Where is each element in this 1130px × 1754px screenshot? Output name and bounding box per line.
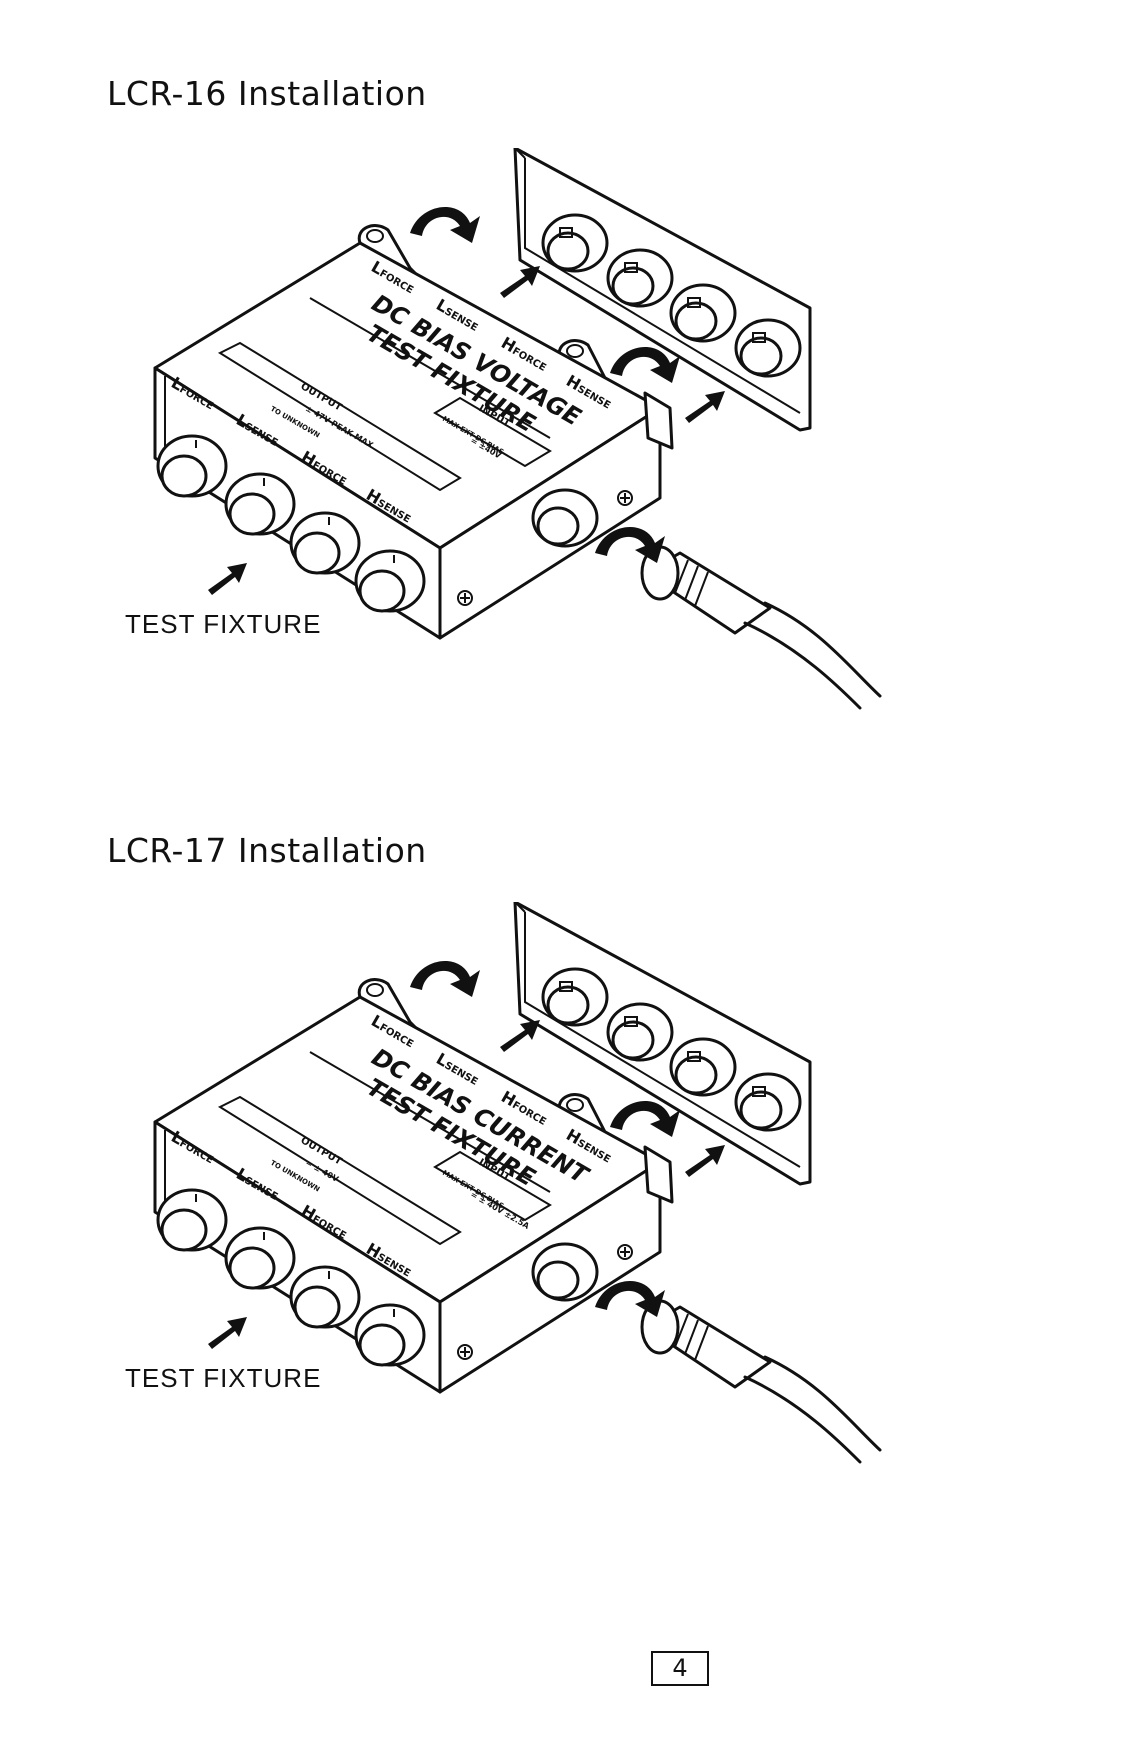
fixture-bnc-hforce: [289, 511, 361, 575]
instrument-bnc-2: [606, 248, 674, 308]
screw-icon: [617, 1244, 633, 1260]
lcr16-installation-diagram: LFORCE LSENSE HFORCE HSENSE DC BIAS VOLT…: [120, 148, 980, 788]
fixture-bnc-lforce: [156, 434, 228, 498]
screw-icon: [457, 590, 473, 606]
fixture-bnc-lsense: [224, 1226, 296, 1290]
fixture-bnc-hforce: [289, 1265, 361, 1329]
test-fixture-label: TEST FIXTURE: [125, 609, 321, 639]
section-title-lcr17: LCR-17 Installation: [107, 831, 427, 870]
mounting-clip-left: [357, 224, 432, 290]
bnc-cable: [640, 545, 882, 710]
instrument-bnc-1: [541, 967, 609, 1027]
fixture-rear-bnc: [643, 1145, 674, 1204]
instrument-bnc-2: [606, 1002, 674, 1062]
section-title-lcr16: LCR-16 Installation: [107, 74, 427, 113]
instrument-panel: [513, 148, 812, 432]
test-fixture-label: TEST FIXTURE: [125, 1363, 321, 1393]
fixture-bnc-lsense: [224, 472, 296, 536]
push-arrow-icon: [685, 391, 725, 423]
bnc-cable: [640, 1299, 882, 1464]
rotate-arrow-icon: [595, 526, 665, 563]
lcr17-installation-diagram: LFORCE LSENSE HFORCE HSENSE DC BIAS CURR…: [120, 902, 980, 1542]
instrument-bnc-3: [669, 283, 737, 343]
fixture-bnc-input: [531, 488, 599, 548]
instrument-bnc-4: [734, 1072, 802, 1132]
instrument-bnc-1: [541, 213, 609, 273]
instrument-panel: [513, 902, 812, 1186]
instrument-bnc-3: [669, 1037, 737, 1097]
fixture-bnc-hsense: [354, 1303, 426, 1367]
push-arrow-icon: [685, 1145, 725, 1177]
rotate-arrow-icon: [610, 1100, 680, 1137]
page-number: 4: [651, 1651, 709, 1686]
screw-icon: [617, 490, 633, 506]
rotate-arrow-icon: [595, 1280, 665, 1317]
rotate-arrow-icon: [410, 960, 480, 997]
mounting-clip-left: [357, 978, 432, 1044]
push-arrow-icon: [500, 266, 540, 298]
fixture-rear-bnc: [643, 391, 674, 450]
instrument-bnc-4: [734, 318, 802, 378]
push-arrow-icon: [500, 1020, 540, 1052]
rotate-arrow-icon: [610, 346, 680, 383]
screw-icon: [457, 1344, 473, 1360]
fixture-bnc-lforce: [156, 1188, 228, 1252]
fixture-bnc-input: [531, 1242, 599, 1302]
push-arrow-icon: [208, 1317, 247, 1349]
push-arrow-icon: [208, 563, 247, 595]
rotate-arrow-icon: [410, 206, 480, 243]
fixture-bnc-hsense: [354, 549, 426, 613]
